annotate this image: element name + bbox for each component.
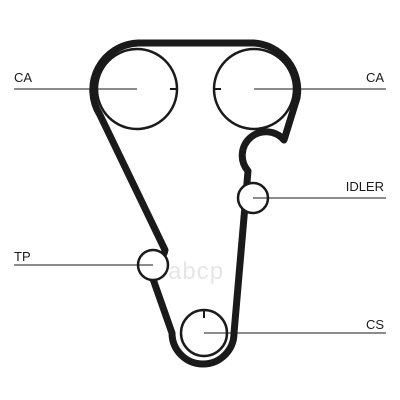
label-ca-left: CA xyxy=(14,70,33,85)
label-cs: CS xyxy=(365,317,384,332)
label-tp: TP xyxy=(14,249,31,264)
timing-belt xyxy=(89,39,302,368)
watermark-logo: abcp xyxy=(168,258,225,285)
label-idler: IDLER xyxy=(345,179,384,194)
label-ca-right: CA xyxy=(365,70,384,85)
